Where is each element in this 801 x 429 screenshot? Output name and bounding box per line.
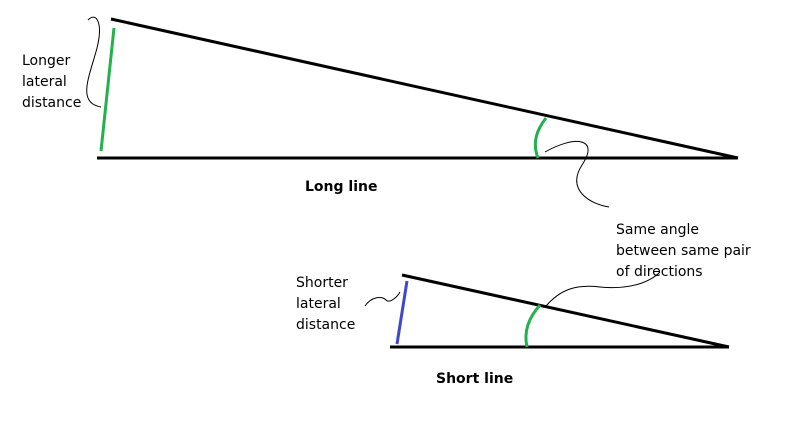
shorter-lateral-callout xyxy=(364,291,401,307)
long-angle-arc xyxy=(533,117,548,159)
short-triangle xyxy=(390,273,730,349)
short-lateral-distance xyxy=(395,280,409,345)
longer-lateral-label: Longer lateral distance xyxy=(22,53,81,111)
short-angle-arc xyxy=(524,303,542,348)
longer-lateral-callout xyxy=(86,16,102,108)
long-slanted-line xyxy=(110,17,739,160)
same-angle-label: Same angle between same pair of directio… xyxy=(616,222,755,280)
shorter-lateral-label: Shorter lateral distance xyxy=(296,275,355,333)
long-triangle xyxy=(97,17,739,160)
long-lateral-distance xyxy=(99,27,116,152)
short-slanted-line xyxy=(401,273,730,349)
short-line-label: Short line xyxy=(436,371,513,387)
same-angle-callout-lower xyxy=(545,271,661,307)
long-line-label: Long line xyxy=(305,179,377,195)
same-angle-callout xyxy=(544,140,610,208)
